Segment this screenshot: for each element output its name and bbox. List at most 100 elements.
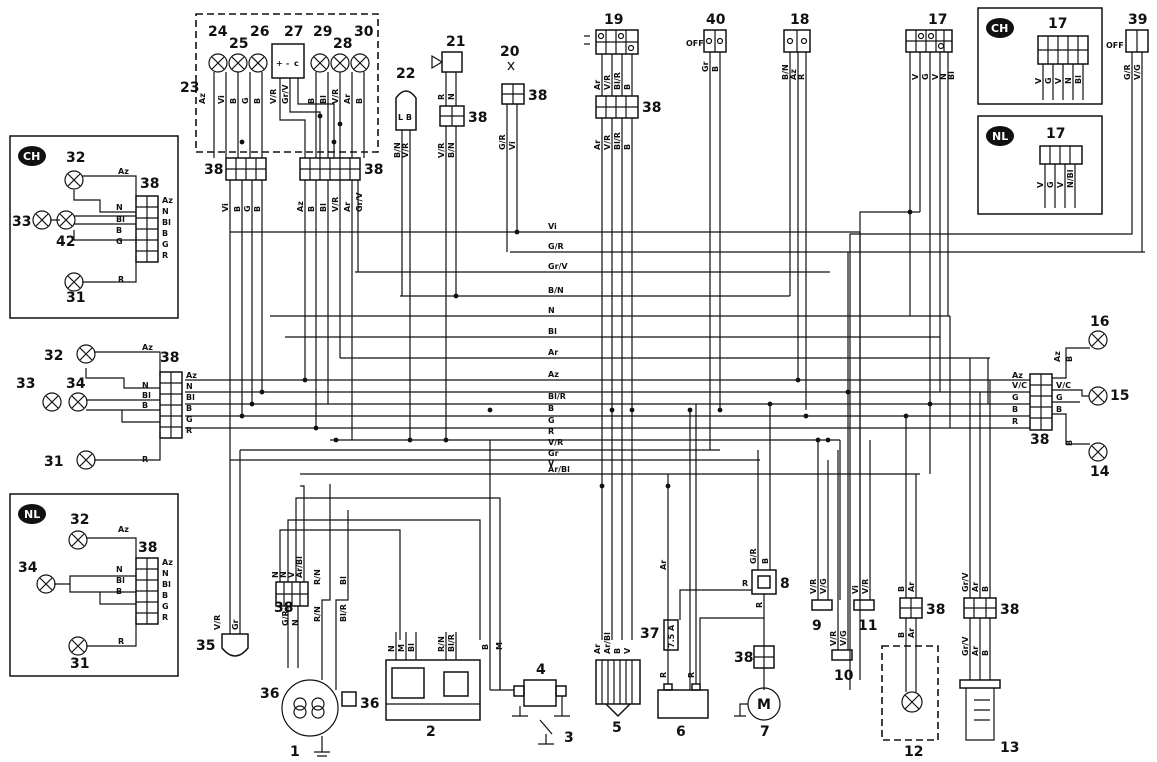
lamp-icon — [310, 53, 330, 73]
bus-label: B/N — [548, 286, 564, 295]
svg-text:N: N — [279, 571, 288, 578]
svg-text:G: G — [186, 415, 193, 424]
lamp-icon — [208, 53, 228, 73]
svg-text:V/G: V/G — [819, 578, 828, 594]
svg-text:V/R: V/R — [213, 615, 222, 630]
svg-text:39: 39 — [1128, 12, 1147, 28]
bus-label: R — [548, 427, 554, 436]
svg-text:N: N — [162, 207, 169, 216]
svg-text:R/N: R/N — [437, 636, 446, 652]
svg-text:G/R: G/R — [281, 610, 290, 626]
svg-text:Az: Az — [198, 93, 207, 104]
svg-text:B: B — [981, 586, 990, 592]
svg-text:R: R — [118, 275, 124, 284]
svg-text:V/R: V/R — [401, 143, 410, 158]
front-lights: 16 15 14 38 Az B B Az V/C G B R V/C G B — [1012, 314, 1129, 480]
cdi-unit-2: N M Bl R/N Bl/R 2 — [385, 632, 481, 740]
svg-text:B: B — [116, 226, 122, 235]
svg-text:Az: Az — [142, 343, 153, 352]
svg-text:Ar: Ar — [907, 628, 916, 638]
svg-text:N: N — [142, 381, 149, 390]
svg-text:26: 26 — [250, 24, 269, 40]
bus-label: Bl/R — [548, 392, 566, 401]
svg-text:Ar: Ar — [907, 582, 916, 592]
svg-text:R: R — [186, 426, 192, 435]
svg-text:V/R: V/R — [809, 579, 818, 594]
svg-text:32: 32 — [44, 348, 63, 364]
svg-text:14: 14 — [1090, 464, 1110, 480]
svg-text:Vi: Vi — [221, 203, 230, 212]
rectifier-5: Ar Ar/Bl B V 5 — [593, 632, 641, 736]
svg-text:23: 23 — [180, 80, 199, 96]
svg-text:G: G — [1044, 77, 1053, 84]
svg-text:G: G — [241, 97, 250, 104]
svg-text:V: V — [1056, 181, 1065, 188]
lamp-icon — [228, 53, 248, 73]
svg-text:30: 30 — [354, 24, 374, 40]
svg-text:37: 37 — [640, 626, 659, 642]
svg-text:31: 31 — [70, 656, 89, 672]
svg-text:38: 38 — [926, 602, 945, 618]
bus-label: Bl — [548, 327, 557, 336]
fuel-gauge — [271, 43, 305, 79]
svg-text:CH: CH — [991, 22, 1008, 35]
bus-label: Gr/V — [548, 262, 568, 271]
svg-text:R: R — [142, 455, 148, 464]
svg-text:17: 17 — [1048, 16, 1067, 32]
svg-text:c: c — [294, 59, 299, 68]
svg-text:28: 28 — [333, 36, 352, 52]
svg-text:N: N — [939, 73, 948, 80]
generator-1: 38 N N V Ar/Bl G/R N 36 36 1 R/N Bl R/N … — [260, 484, 501, 760]
regulator-4: 4 B M 3 — [481, 440, 574, 746]
light-switch-17: 17 V G V N Bl — [905, 12, 956, 358]
svg-text:Ar/Bl: Ar/Bl — [603, 632, 612, 654]
svg-text:V: V — [911, 73, 920, 80]
svg-text:38: 38 — [1000, 602, 1019, 618]
svg-text:38: 38 — [364, 162, 383, 178]
svg-text:R: R — [659, 672, 668, 678]
svg-text:B: B — [761, 558, 770, 564]
svg-text:B: B — [981, 650, 990, 656]
svg-text:V: V — [931, 73, 940, 80]
svg-text:B: B — [307, 206, 316, 212]
svg-text:V/G: V/G — [1133, 64, 1142, 80]
svg-text:38: 38 — [468, 110, 487, 126]
svg-text:24: 24 — [208, 24, 228, 40]
svg-text:Bl: Bl — [407, 643, 416, 652]
svg-text:38: 38 — [528, 88, 547, 104]
svg-text:Bl: Bl — [339, 576, 348, 585]
svg-text:Az: Az — [118, 167, 129, 176]
svg-text:M: M — [757, 697, 771, 713]
svg-text:B: B — [116, 587, 122, 596]
dashboard-23: 23 24 25 26 27 29 28 30 + - c — [180, 13, 379, 158]
svg-text:N: N — [271, 571, 280, 578]
svg-text:B: B — [1056, 405, 1062, 414]
svg-text:Az: Az — [1012, 371, 1023, 380]
svg-text:Bl: Bl — [116, 215, 125, 224]
svg-text:V/R: V/R — [331, 89, 340, 104]
svg-text:V/R: V/R — [331, 197, 340, 212]
fuel-sender-12: 38 B Ar B Ar 12 — [881, 416, 945, 760]
svg-text:3: 3 — [564, 730, 574, 746]
svg-text:B: B — [1065, 356, 1074, 362]
svg-text:N: N — [116, 565, 123, 574]
svg-text:Ar: Ar — [343, 202, 352, 212]
svg-text:Ar: Ar — [593, 80, 602, 90]
svg-text:+: + — [276, 59, 283, 68]
stop-switch-21: 21 R N 38 V/R B/N — [431, 34, 487, 440]
svg-text:11: 11 — [858, 618, 877, 634]
svg-text:Gr/V: Gr/V — [281, 84, 290, 104]
switch-10: V/R V/G 10 — [829, 252, 854, 684]
svg-text:8: 8 — [780, 576, 790, 592]
svg-text:Az: Az — [789, 69, 798, 80]
svg-text:38: 38 — [734, 650, 753, 666]
svg-text:G: G — [243, 205, 252, 212]
svg-text:2: 2 — [426, 724, 436, 740]
svg-text:17: 17 — [928, 12, 947, 28]
svg-text:Bl: Bl — [1074, 75, 1083, 84]
svg-text:-: - — [286, 59, 289, 68]
svg-text:15: 15 — [1110, 388, 1129, 404]
svg-text:G: G — [921, 73, 930, 80]
svg-text:38: 38 — [140, 176, 159, 192]
svg-text:R: R — [162, 251, 168, 260]
